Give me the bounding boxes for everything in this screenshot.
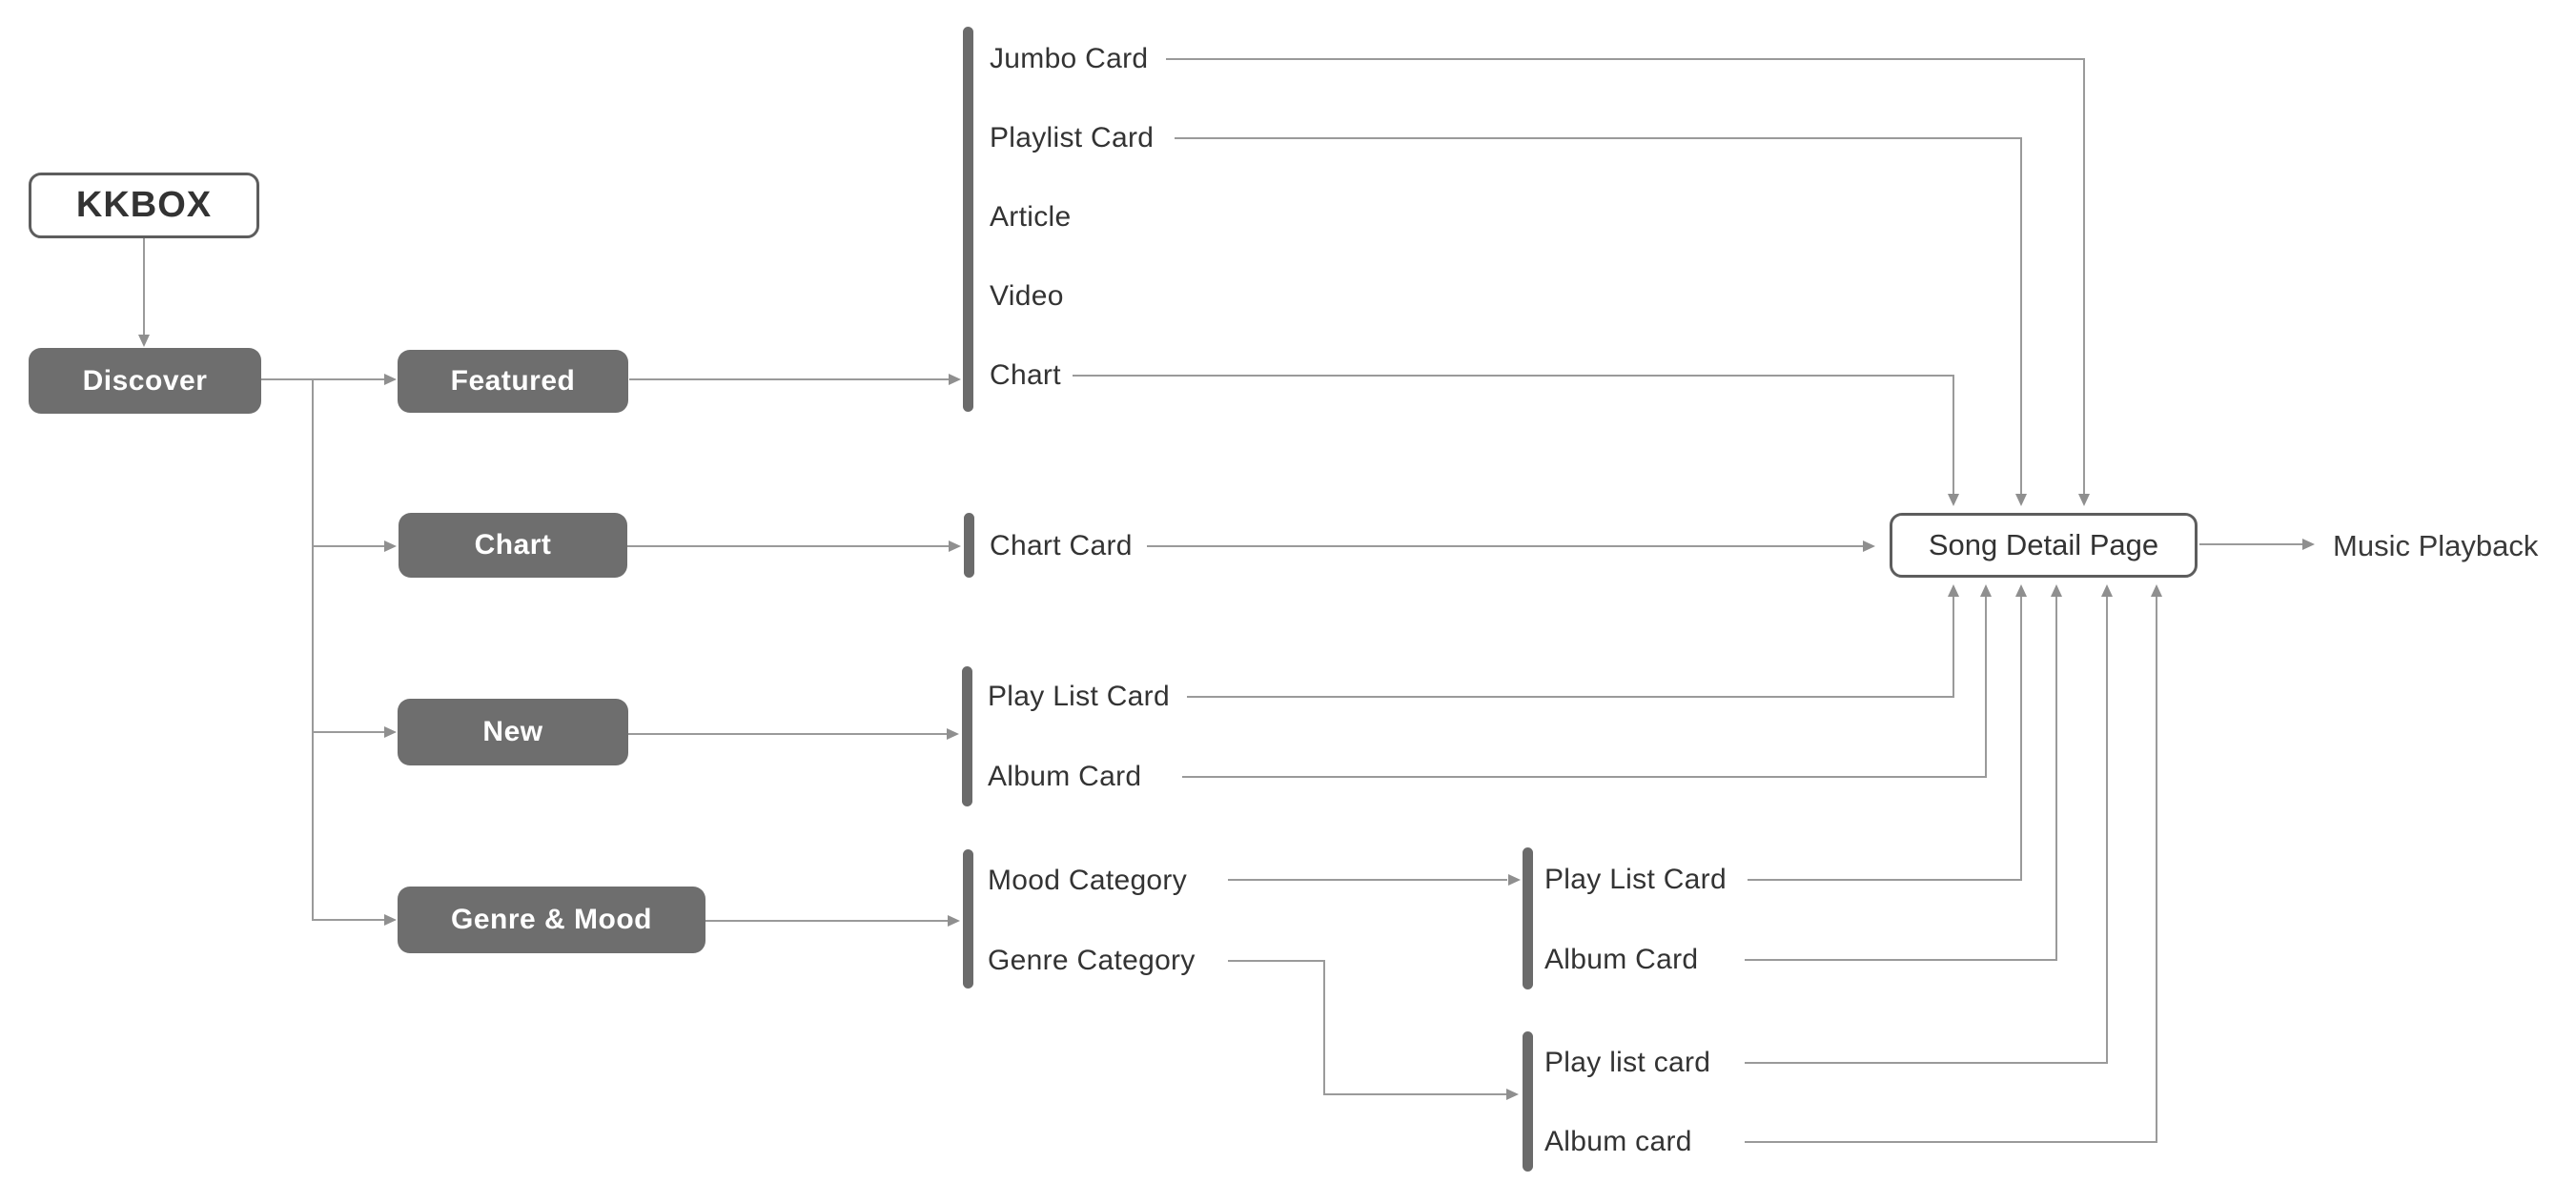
edge-discover-chart <box>312 545 385 547</box>
edge-playlist-song-detail-h <box>1175 137 2022 139</box>
item-article: Article <box>990 201 1072 233</box>
edge-kkbox-discover-arrowhead <box>138 335 150 347</box>
edge-new-playlist-song-detail-h <box>1187 696 1954 698</box>
edge-discover-trunk <box>312 378 314 921</box>
edge-discover-featured-arrowhead <box>384 374 397 385</box>
edge-mood-playlist-song-detail-h <box>1748 879 2022 881</box>
edge-featured-group-arrowhead <box>949 374 961 385</box>
edge-discover-chart-arrowhead <box>384 540 397 552</box>
item-video: Video <box>990 280 1064 312</box>
edge-jumbo-song-detail-v <box>2083 58 2085 494</box>
mood-children-group-bar <box>1523 847 1533 989</box>
edge-song-detail-music-playback <box>2199 543 2303 545</box>
edge-genre-mood-group <box>705 920 949 922</box>
music-playback-label: Music Playback <box>2333 529 2539 562</box>
item-new-play-list-card: Play List Card <box>988 681 1170 712</box>
edge-new-playlist-song-detail-v <box>1952 595 1954 698</box>
edge-jumbo-song-detail-h <box>1166 58 2085 60</box>
edge-new-group <box>628 733 948 735</box>
featured-node[interactable]: Featured <box>398 350 628 413</box>
edge-chart-item-song-detail-h <box>1073 375 1954 377</box>
edge-new-group-arrowhead <box>947 728 959 740</box>
edge-chart-group-arrowhead <box>949 540 961 552</box>
discover-node[interactable]: Discover <box>29 348 261 414</box>
edge-jumbo-song-detail-arrowhead <box>2078 494 2090 506</box>
edge-song-detail-music-playback-arrowhead <box>2302 539 2315 550</box>
edge-chart-item-song-detail-arrowhead <box>1948 494 1959 506</box>
edge-mood-album-song-detail-h <box>1745 959 2057 961</box>
edge-chart-card-song-detail-arrowhead <box>1863 540 1875 552</box>
new-node[interactable]: New <box>398 699 628 765</box>
edge-genre-category-children-v <box>1323 960 1325 1095</box>
edge-discover-genre-mood-arrowhead <box>384 914 397 926</box>
edge-genre-album-song-detail-h <box>1745 1141 2157 1143</box>
edge-new-album-song-detail-arrowhead <box>1980 584 1992 597</box>
item-mood-album-card: Album Card <box>1544 944 1699 975</box>
edge-mood-category-children <box>1228 879 1507 881</box>
edge-genre-album-song-detail-v <box>2156 595 2157 1143</box>
edge-genre-category-children-h2 <box>1323 1093 1506 1095</box>
edge-playlist-song-detail-v <box>2020 137 2022 494</box>
edge-chart-card-song-detail <box>1147 545 1863 547</box>
item-jumbo-card: Jumbo Card <box>990 43 1149 74</box>
genre-mood-group-bar <box>963 849 973 989</box>
item-chart: Chart <box>990 359 1061 391</box>
item-genre-category: Genre Category <box>988 945 1196 976</box>
item-mood-play-list-card: Play List Card <box>1544 864 1727 895</box>
featured-group-bar <box>963 27 973 412</box>
edge-new-album-song-detail-v <box>1985 595 1987 778</box>
item-chart-card: Chart Card <box>990 530 1133 561</box>
edge-genre-mood-group-arrowhead <box>948 915 960 927</box>
item-genre-album-card: Album card <box>1544 1126 1692 1157</box>
genre-children-group-bar <box>1523 1031 1533 1172</box>
edge-chart-item-song-detail-v <box>1952 375 1954 494</box>
edge-genre-playlist-song-detail-v <box>2106 595 2108 1064</box>
song-detail-page-node[interactable]: Song Detail Page <box>1890 513 2198 578</box>
edge-mood-album-song-detail-arrowhead <box>2051 584 2062 597</box>
item-new-album-card: Album Card <box>988 761 1142 792</box>
genre-mood-node[interactable]: Genre & Mood <box>398 887 705 953</box>
edge-genre-album-song-detail-arrowhead <box>2151 584 2162 597</box>
item-mood-category: Mood Category <box>988 865 1188 896</box>
chart-group-bar <box>964 513 974 578</box>
edge-chart-group <box>627 545 950 547</box>
item-playlist-card: Playlist Card <box>990 122 1155 153</box>
edge-mood-playlist-song-detail-arrowhead <box>2015 584 2027 597</box>
edge-kkbox-discover <box>143 238 145 336</box>
edge-mood-playlist-song-detail-v <box>2020 595 2022 881</box>
edge-featured-group <box>629 378 950 380</box>
chart-node[interactable]: Chart <box>399 513 627 578</box>
edge-mood-album-song-detail-v <box>2055 595 2057 961</box>
edge-discover-genre-mood <box>312 919 385 921</box>
new-group-bar <box>962 666 972 806</box>
edge-playlist-song-detail-arrowhead <box>2015 494 2027 506</box>
edge-new-album-song-detail-h <box>1182 776 1987 778</box>
edge-new-playlist-song-detail-arrowhead <box>1948 584 1959 597</box>
edge-discover-new <box>312 731 385 733</box>
edge-genre-category-children-h1 <box>1228 960 1325 962</box>
edge-discover-new-arrowhead <box>384 726 397 738</box>
edge-discover-featured <box>261 378 385 380</box>
edge-mood-category-children-arrowhead <box>1508 874 1521 886</box>
kkbox-root-node[interactable]: KKBOX <box>29 173 259 238</box>
item-genre-play-list-card: Play list card <box>1544 1047 1711 1078</box>
edge-genre-category-children-arrowhead <box>1506 1089 1519 1100</box>
edge-genre-playlist-song-detail-h <box>1745 1062 2108 1064</box>
edge-genre-playlist-song-detail-arrowhead <box>2101 584 2113 597</box>
